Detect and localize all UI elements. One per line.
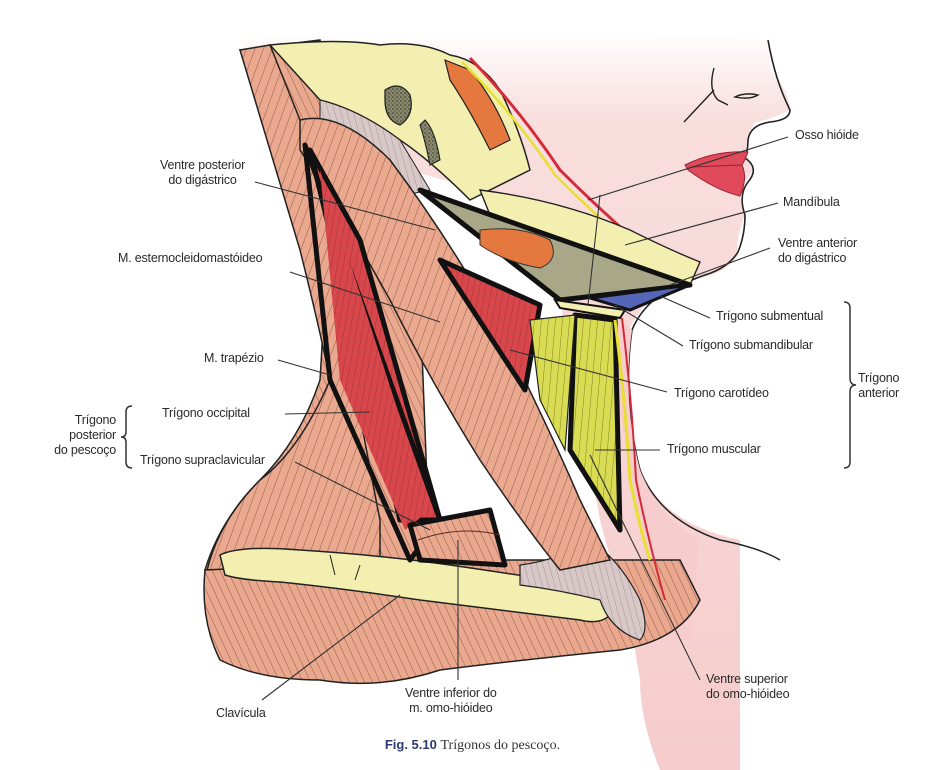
hyoid-bone (553, 298, 627, 320)
sternocleidomastoid-muscle (299, 117, 612, 571)
label-trigono-submandibular: Trígono submandibular (689, 338, 813, 352)
label-line: do omo-hióideo (706, 687, 790, 701)
label-ventre-posterior-digastrico: Ventre posterior do digástrico (160, 158, 245, 188)
label-line: Ventre posterior (160, 158, 246, 172)
occipital-red-fill (320, 170, 430, 530)
neck-front-fill (600, 300, 700, 640)
lip-line (689, 164, 743, 168)
nose-wing (683, 67, 729, 123)
submandibular-gland (479, 228, 554, 269)
leader-ventre-superior (589, 454, 701, 681)
leader-submentual (659, 295, 711, 319)
label-clavicula: Clavícula (216, 706, 266, 720)
front-yellow-strap (613, 319, 652, 561)
leader-carotideo (509, 349, 668, 393)
clavicle-crack (329, 554, 361, 581)
label-line: do digástrico (168, 173, 237, 187)
submental-triangle (589, 283, 691, 312)
label-line: Ventre anterior (778, 236, 857, 250)
group-line: anterior (858, 386, 899, 400)
label-line: Ventre inferior do (405, 686, 497, 700)
leader-osso-hioide-2 (587, 194, 601, 306)
leader-occipital (284, 411, 371, 415)
label-trigono-muscular: Trígono muscular (667, 442, 761, 456)
omohyoid-inferior-belly (417, 530, 501, 541)
label-line: Ventre superior (706, 672, 788, 686)
muscular-triangle (567, 312, 623, 533)
brace-anterior-icon (843, 301, 857, 469)
group-line: Trígono (858, 371, 900, 385)
label-esternocleidomastoideo: M. esternocleidomastóideo (118, 251, 263, 265)
parotid-gland (444, 59, 511, 151)
leader-ventre-anterior (669, 247, 771, 286)
label-trigono-supraclavicular: Trígono supraclavicular (140, 453, 265, 467)
group-trigono-anterior: Trígono anterior (858, 371, 899, 401)
label-line: m. omo-hióideo (409, 701, 493, 715)
supraclavicular-triangle (407, 507, 508, 568)
label-trigono-carotideo: Trígono carotídeo (674, 386, 769, 400)
mastoid-process (384, 85, 412, 126)
figure-number: Fig. 5.10 (384, 737, 437, 752)
leader-trapezio (277, 359, 331, 376)
leader-supraclavicular (294, 461, 431, 531)
styloid-process (419, 119, 441, 166)
leader-esternocleido (289, 271, 441, 323)
label-mandibula: Mandíbula (783, 195, 840, 209)
front-red-strap (621, 317, 666, 601)
group-line: do pescoço (54, 443, 116, 457)
leader-mandibula (624, 202, 779, 246)
group-trigono-posterior: Trígono posterior do pescoço (48, 413, 116, 458)
group-line: Trígono (74, 413, 116, 427)
label-trigono-submentual: Trígono submentual (716, 309, 824, 323)
leader-osso-hioide (587, 136, 789, 201)
nostril (732, 93, 760, 99)
occipital-triangle-outline (302, 142, 443, 563)
label-ventre-inferior-omo: Ventre inferior do m. omo-hióideo (405, 686, 497, 716)
label-trapezio: M. trapézio (204, 351, 264, 365)
infrahyoid-muscle (529, 314, 576, 453)
figure-caption: Fig. 5.10 Trígonos do pescoço. (0, 737, 945, 754)
label-line: do digástrico (778, 251, 847, 265)
brace-posterior-icon (120, 405, 133, 469)
neck-front-skin (627, 329, 781, 561)
leader-lines (254, 136, 789, 701)
group-line: posterior (69, 428, 116, 442)
face-profile-outline (631, 39, 791, 331)
leader-submandibular (614, 304, 684, 347)
label-osso-hioide: Osso hióide (795, 128, 859, 142)
label-ventre-anterior-digastrico: Ventre anterior do digástrico (778, 236, 857, 266)
leader-ventre-posterior (254, 181, 436, 231)
carotid-triangle (437, 257, 543, 393)
leader-clavicula (261, 594, 401, 701)
figure-title: Trígonos do pescoço. (440, 738, 561, 753)
label-trigono-occipital: Trígono occipital (162, 406, 250, 420)
label-ventre-superior-omo: Ventre superior do omo-hióideo (706, 672, 790, 702)
